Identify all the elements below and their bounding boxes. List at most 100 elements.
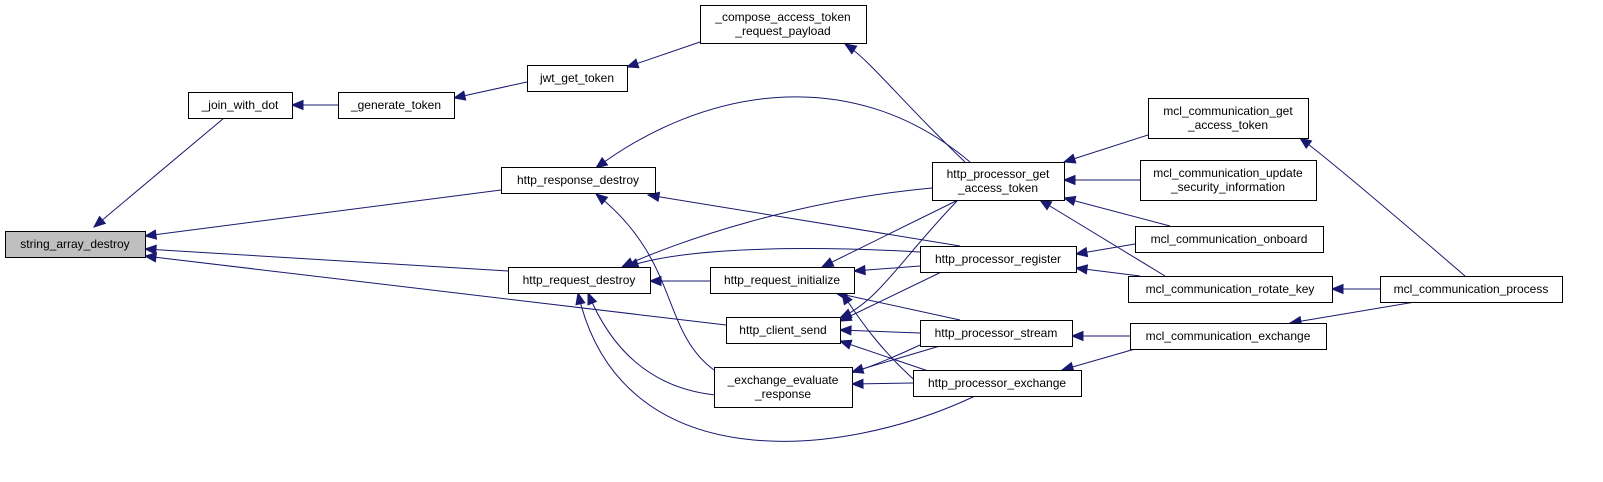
node-box bbox=[1130, 323, 1327, 350]
arrowhead-icon bbox=[143, 244, 157, 255]
edges-layer bbox=[92, 41, 1466, 442]
node-http-request-destroy[interactable]: http_request_destroy bbox=[508, 267, 651, 294]
node-label: _request_payload bbox=[734, 24, 830, 38]
node-jwt-get-token[interactable]: jwt_get_token bbox=[527, 65, 628, 92]
node-box bbox=[508, 267, 651, 294]
edge-http_request_initialize-to-http_request_destroy bbox=[648, 275, 710, 287]
arrowhead-icon bbox=[143, 252, 158, 263]
node-http-request-initialize[interactable]: http_request_initialize bbox=[710, 267, 855, 294]
node-label: _exchange_evaluate bbox=[727, 373, 839, 387]
edge-http_processor_stream-to-http_request_initialize bbox=[834, 290, 961, 321]
edge-line bbox=[626, 41, 701, 68]
edge-mcl_communication_exchange-to-http_processor_stream bbox=[1070, 330, 1130, 342]
node-label: mcl_communication_exchange bbox=[1146, 329, 1311, 343]
node-join-with-dot[interactable]: _join_with_dot bbox=[188, 92, 293, 119]
node-label: mcl_communication_onboard bbox=[1151, 232, 1308, 246]
arrowhead-icon bbox=[838, 311, 853, 322]
arrowhead-icon bbox=[452, 90, 467, 101]
arrowhead-icon bbox=[594, 193, 609, 206]
node-label: _access_token bbox=[1187, 118, 1268, 132]
arrowhead-icon bbox=[1062, 174, 1076, 186]
edge-line bbox=[144, 255, 727, 326]
edge-line bbox=[851, 345, 941, 373]
node-box bbox=[1380, 276, 1563, 303]
arrowhead-icon bbox=[850, 363, 865, 374]
node-mcl-communication-update-security-information[interactable]: mcl_communication_update_security_inform… bbox=[1140, 160, 1317, 201]
node-box bbox=[188, 92, 293, 119]
edge-line bbox=[595, 96, 971, 169]
node-generate-token[interactable]: _generate_token bbox=[338, 92, 455, 119]
node-label: mcl_communication_update bbox=[1153, 166, 1303, 180]
node-http-processor-exchange[interactable]: http_processor_exchange bbox=[913, 370, 1082, 397]
edge-http_processor_get_access_token-to-compose_access_token_request_payload bbox=[843, 43, 966, 163]
node-label: http_client_send bbox=[739, 323, 826, 337]
edge-mcl_communication_exchange-to-http_processor_exchange bbox=[1060, 348, 1136, 372]
edge-join_with_dot-to-string_array_destroy bbox=[92, 117, 225, 228]
edge-http_processor_stream-to-exchange_evaluate_response bbox=[850, 345, 941, 374]
node-compose-access-token-request-payload[interactable]: _compose_access_token_request_payload bbox=[700, 5, 867, 44]
edge-http_processor_stream-to-http_client_send bbox=[838, 325, 921, 336]
node-box bbox=[714, 367, 853, 408]
arrowhead-icon bbox=[587, 291, 598, 306]
edge-line bbox=[1289, 301, 1416, 324]
node-mcl-communication-process[interactable]: mcl_communication_process bbox=[1380, 276, 1563, 303]
edge-line bbox=[453, 81, 528, 99]
node-mcl-communication-get-access-token[interactable]: mcl_communication_get_access_token bbox=[1148, 98, 1309, 139]
edge-mcl_communication_get_access_token-to-http_processor_get_access_token bbox=[1062, 134, 1149, 164]
edge-http_processor_register-to-http_request_initialize bbox=[852, 264, 921, 276]
arrowhead-icon bbox=[1298, 137, 1313, 150]
arrowhead-icon bbox=[648, 275, 662, 287]
node-mcl-communication-onboard[interactable]: mcl_communication_onboard bbox=[1135, 226, 1324, 253]
node-label: _access_token bbox=[957, 181, 1038, 195]
arrowhead-icon bbox=[1038, 199, 1053, 211]
edge-line bbox=[626, 248, 921, 268]
arrowhead-icon bbox=[1330, 283, 1344, 295]
node-string-array-destroy[interactable]: string_array_destroy bbox=[5, 231, 146, 258]
edge-exchange_evaluate_response-to-http_response_destroy bbox=[594, 193, 715, 371]
arrowhead-icon bbox=[843, 43, 858, 55]
node-label: http_request_destroy bbox=[523, 273, 636, 287]
node-http-processor-register[interactable]: http_processor_register bbox=[920, 246, 1077, 273]
arrowhead-icon bbox=[143, 229, 158, 240]
arrowhead-icon bbox=[1074, 246, 1089, 258]
edge-line bbox=[821, 199, 959, 268]
node-mcl-communication-exchange[interactable]: mcl_communication_exchange bbox=[1130, 323, 1327, 350]
arrowhead-icon bbox=[820, 257, 835, 268]
node-label: http_processor_exchange bbox=[928, 376, 1066, 390]
node-http-processor-stream[interactable]: http_processor_stream bbox=[920, 320, 1073, 347]
edge-line bbox=[93, 117, 225, 228]
node-http-processor-get-access-token[interactable]: http_processor_get_access_token bbox=[932, 162, 1065, 201]
arrowhead-icon bbox=[290, 99, 304, 111]
node-label: http_processor_register bbox=[935, 252, 1061, 266]
node-box bbox=[501, 167, 656, 194]
arrowhead-icon bbox=[838, 325, 852, 336]
node-http-client-send[interactable]: http_client_send bbox=[726, 317, 841, 344]
edge-http_processor_get_access_token-to-http_response_destroy bbox=[594, 96, 971, 169]
edge-http_processor_get_access_token-to-http_request_initialize bbox=[820, 199, 959, 268]
edge-line bbox=[144, 248, 509, 272]
node-exchange-evaluate-response[interactable]: _exchange_evaluate_response bbox=[714, 367, 853, 408]
arrowhead-icon bbox=[841, 291, 853, 306]
edge-http_processor_exchange-to-exchange_evaluate_response bbox=[850, 378, 914, 390]
arrowhead-icon bbox=[575, 291, 586, 306]
edge-line bbox=[577, 292, 976, 442]
edge-http_request_destroy-to-string_array_destroy bbox=[143, 244, 509, 272]
node-box bbox=[1135, 226, 1324, 253]
node-http-response-destroy[interactable]: http_response_destroy bbox=[501, 167, 656, 194]
node-box bbox=[338, 92, 455, 119]
edge-line bbox=[839, 199, 959, 319]
node-label: _compose_access_token bbox=[714, 10, 850, 24]
node-mcl-communication-rotate-key[interactable]: mcl_communication_rotate_key bbox=[1128, 276, 1333, 303]
node-label: _security_information bbox=[1170, 180, 1285, 194]
node-label: http_request_initialize bbox=[724, 273, 840, 287]
node-box bbox=[920, 320, 1073, 347]
edge-compose_access_token_request_payload-to-jwt_get_token bbox=[625, 41, 701, 69]
node-box bbox=[726, 317, 841, 344]
node-box bbox=[527, 65, 628, 92]
arrowhead-icon bbox=[1074, 264, 1089, 275]
arrowhead-icon bbox=[1062, 153, 1077, 164]
node-box bbox=[5, 231, 146, 258]
edge-mcl_communication_process-to-mcl_communication_exchange bbox=[1288, 301, 1416, 327]
edge-http_processor_exchange-to-http_request_initialize bbox=[841, 291, 921, 386]
